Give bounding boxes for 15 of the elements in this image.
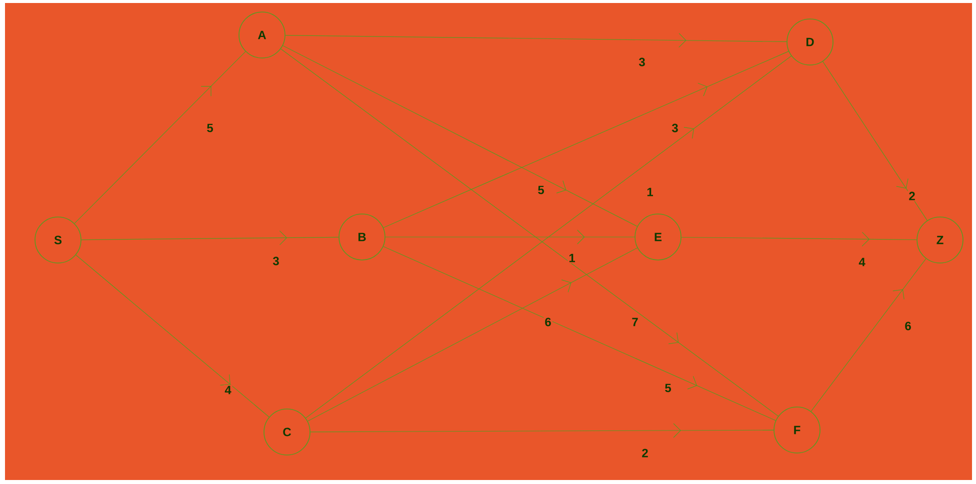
edge-label: 7 [630,316,640,328]
edge-label: 3 [638,56,646,68]
edge-label: 6 [904,320,912,332]
edge-label: 1 [568,252,576,264]
edge-label: 6 [544,316,552,328]
edge-label: 5 [536,184,546,196]
edge-label: 2 [640,448,650,458]
edge-label: 5 [206,122,214,134]
weight-label: 5 [664,382,672,394]
edge-label: 3 [670,122,680,134]
edge-label: 4 [224,384,232,396]
edge-label: 3 [272,256,280,266]
edge-label: 2 [908,190,916,202]
edge-label: 4 [858,256,866,268]
edge-label: 1 [646,186,654,198]
